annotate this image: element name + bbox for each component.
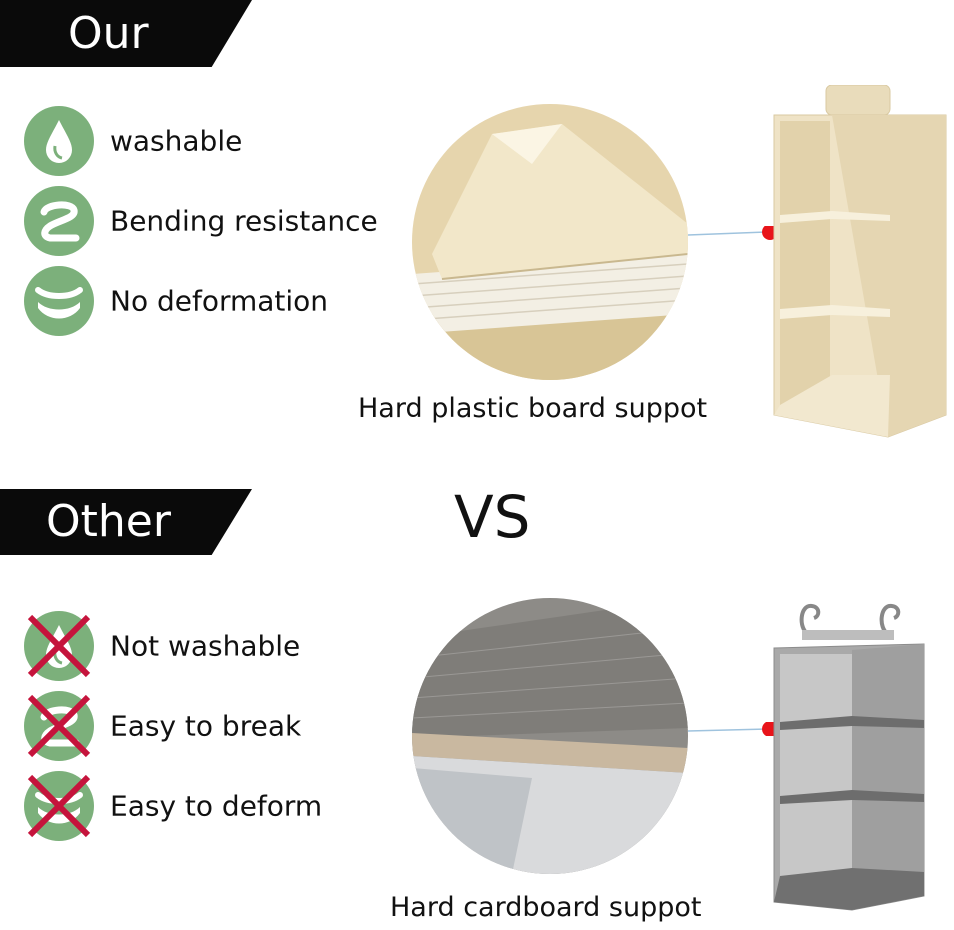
other-caption: Hard cardboard suppot bbox=[390, 892, 702, 923]
feature-no-deformation: No deformation bbox=[24, 266, 424, 336]
feature-label: Not washable bbox=[110, 629, 301, 663]
vs-label: VS bbox=[454, 483, 531, 551]
crossed-bending-icon bbox=[24, 691, 94, 761]
other-pointer bbox=[688, 722, 778, 736]
beige-hanging-organizer bbox=[773, 85, 947, 438]
feature-label: No deformation bbox=[110, 284, 329, 318]
our-title: Our bbox=[68, 8, 149, 59]
feature-bending-resistance: Bending resistance bbox=[24, 186, 424, 256]
water-drop-icon bbox=[24, 106, 94, 176]
our-pointer bbox=[688, 226, 778, 240]
feature-label: Easy to break bbox=[110, 709, 302, 743]
bending-icon bbox=[24, 186, 94, 256]
other-banner: Other bbox=[0, 489, 252, 555]
grey-hanging-organizer bbox=[773, 604, 925, 911]
feature-easy-to-break: Easy to break bbox=[24, 691, 424, 761]
our-banner: Our bbox=[0, 0, 252, 67]
no-deformation-icon bbox=[24, 266, 94, 336]
feature-label: Easy to deform bbox=[110, 789, 323, 823]
other-title: Other bbox=[46, 496, 171, 547]
cardboard-closeup bbox=[412, 598, 688, 874]
feature-label: washable bbox=[110, 124, 243, 158]
feature-washable: washable bbox=[24, 106, 424, 176]
plastic-board-closeup bbox=[412, 104, 688, 380]
feature-label: Bending resistance bbox=[110, 204, 378, 238]
our-caption: Hard plastic board suppot bbox=[358, 393, 708, 424]
feature-easy-to-deform: Easy to deform bbox=[24, 771, 424, 841]
crossed-deformation-icon bbox=[24, 771, 94, 841]
feature-not-washable: Not washable bbox=[24, 611, 424, 681]
crossed-water-drop-icon bbox=[24, 611, 94, 681]
